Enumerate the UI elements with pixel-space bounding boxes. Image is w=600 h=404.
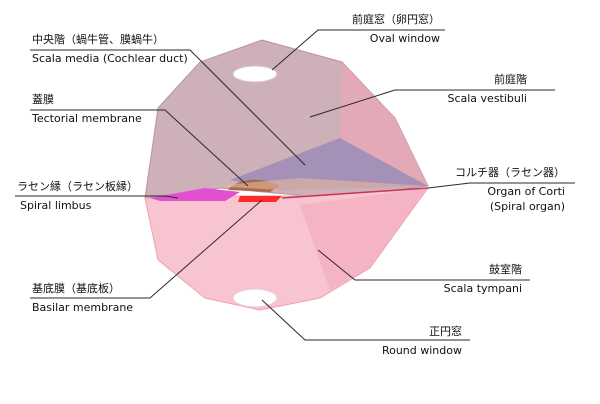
basilar-membrane-line (281, 187, 429, 199)
label-round-window: 正円窓 Round window (382, 325, 462, 357)
label-organ-of-corti: コルチ器（ラセン器） Organ of Corti (Spiral organ) (455, 166, 565, 213)
leader-basilar (30, 199, 263, 299)
label-scala-media-ja: 中央階（蝸牛管、膜蝸牛） (32, 33, 164, 46)
label-basilar: 基底膜（基底板） Basilar membrane (32, 282, 133, 314)
label-scala-vestibuli-en: Scala vestibuli (447, 92, 527, 105)
label-tectorial-en: Tectorial membrane (32, 112, 142, 125)
label-organ-of-corti-en2: (Spiral organ) (489, 200, 565, 213)
round-window-shape (232, 288, 278, 308)
label-organ-of-corti-en: Organ of Corti (487, 185, 565, 198)
scala-vestibuli-facet (340, 62, 428, 186)
leader-organ-of-corti (427, 182, 575, 189)
label-tectorial-ja: 蓋膜 (32, 93, 54, 106)
label-oval-window-en: Oval window (369, 32, 440, 45)
scala-tympani-facet (300, 188, 428, 290)
leader-scala-tympani (317, 249, 530, 281)
label-organ-of-corti-ja: コルチ器（ラセン器） (455, 166, 565, 179)
oval-window-shape (232, 65, 278, 83)
leader-scala-vestibuli (309, 89, 555, 118)
label-basilar-ja: 基底膜（基底板） (32, 282, 120, 295)
leader-scala-media (30, 49, 306, 166)
label-spiral-limbus: ラセン縁（ラセン板縁） Spiral limbus (17, 180, 138, 212)
tectorial-membrane-highlight (212, 178, 428, 190)
label-spiral-limbus-ja: ラセン縁（ラセン板縁） (17, 180, 138, 193)
label-round-window-en: Round window (381, 344, 462, 357)
label-basilar-en: Basilar membrane (32, 301, 134, 314)
leader-tectorial (30, 109, 249, 187)
label-scala-vestibuli: 前庭階 Scala vestibuli (447, 73, 527, 105)
spiral-limbus-shape (150, 188, 240, 201)
leader-round-window (261, 299, 470, 341)
label-spiral-limbus-en: Spiral limbus (20, 199, 92, 212)
label-scala-media: 中央階（蝸牛管、膜蝸牛） Scala media (Cochlear duct) (32, 33, 188, 65)
label-scala-media-en: Scala media (Cochlear duct) (32, 52, 188, 65)
label-oval-window-ja: 前庭窓（卵円窓） (352, 13, 440, 26)
label-tectorial: 蓋膜 Tectorial membrane (32, 93, 142, 125)
label-scala-tympani-ja: 鼓室階 (489, 263, 522, 276)
basilar-membrane-shape (238, 196, 282, 202)
leader-oval-window (271, 29, 445, 71)
label-round-window-ja: 正円窓 (429, 325, 462, 338)
scala-media-wedge (230, 138, 428, 190)
label-scala-vestibuli-ja: 前庭階 (494, 73, 527, 86)
label-oval-window: 前庭窓（卵円窓） Oval window (352, 13, 440, 45)
label-scala-tympani-en: Scala tympani (443, 282, 522, 295)
leader-spiral-limbus (15, 195, 179, 199)
label-scala-tympani: 鼓室階 Scala tympani (444, 263, 522, 295)
